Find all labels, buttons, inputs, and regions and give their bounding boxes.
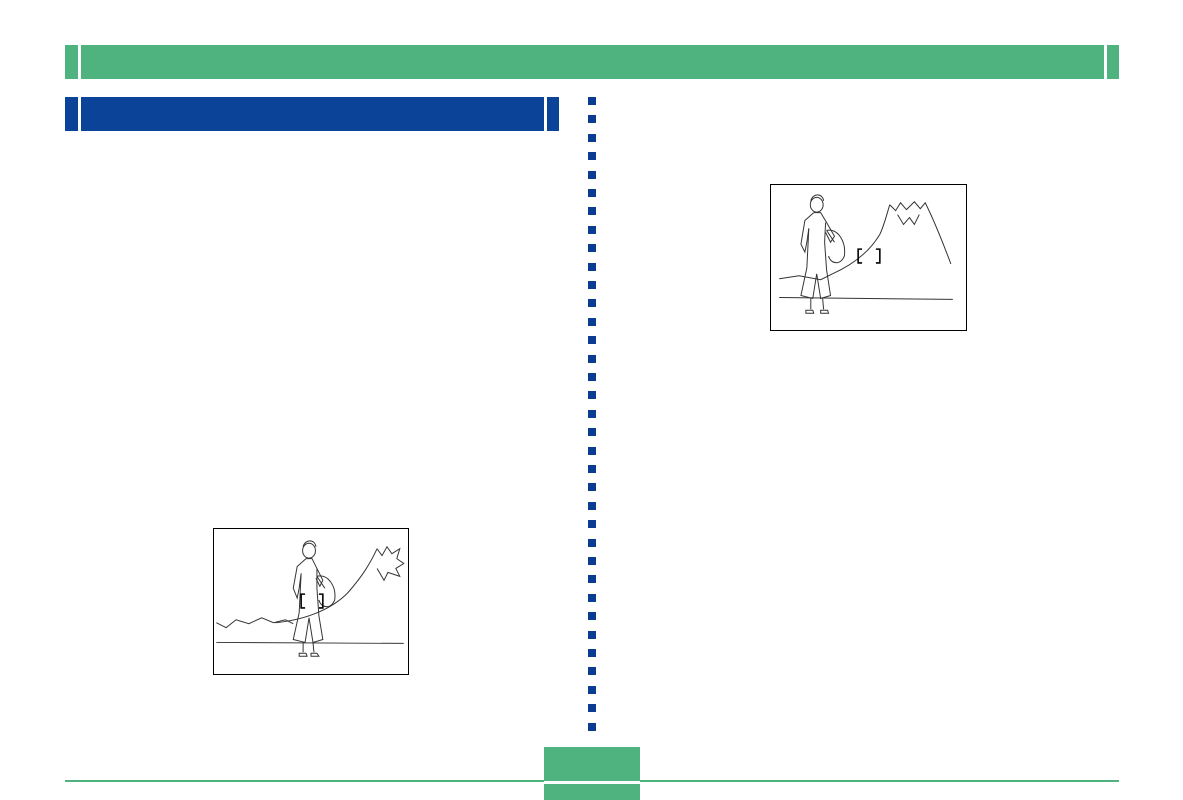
divider-square: [588, 97, 596, 105]
divider-square: [588, 685, 596, 694]
divider-square: [588, 317, 596, 326]
header-bar-divider-left: [78, 45, 81, 79]
page-number-tab: [544, 747, 640, 800]
divider-square: [588, 520, 596, 529]
divider-square: [588, 170, 596, 179]
divider-square: [588, 722, 596, 731]
divider-square: [588, 704, 596, 713]
divider-square: [588, 225, 596, 234]
divider-square: [588, 409, 596, 418]
divider-square: [588, 189, 596, 197]
divider-square: [588, 207, 596, 216]
header-bar: [65, 45, 1119, 79]
woman-mountain-illustration-icon: [779, 194, 953, 314]
divider-square: [588, 612, 596, 621]
divider-square: [588, 575, 596, 584]
divider-square: [588, 446, 596, 455]
divider-square: [588, 262, 596, 271]
divider-square: [588, 557, 596, 565]
section-bar-divider-right: [544, 97, 547, 131]
divider-square: [588, 630, 596, 639]
section-bar-divider-left: [78, 97, 81, 131]
divider-square: [588, 373, 596, 381]
divider-square: [588, 501, 596, 510]
divider-square: [588, 133, 596, 142]
column-divider: [586, 97, 598, 737]
divider-square: [588, 244, 596, 253]
divider-square: [588, 593, 596, 602]
figure-background-focus: [770, 184, 967, 331]
divider-square: [588, 483, 596, 492]
divider-square: [588, 538, 596, 547]
woman-mountain-illustration-icon: [216, 540, 405, 657]
divider-square: [588, 336, 596, 345]
divider-square: [588, 299, 596, 308]
divider-square: [588, 115, 596, 124]
divider-square: [588, 281, 596, 289]
divider-square: [588, 667, 596, 676]
divider-square: [588, 354, 596, 363]
divider-square: [588, 649, 596, 657]
section-title-bar: [65, 97, 559, 131]
figure-subject-center: [213, 528, 409, 675]
divider-square: [588, 152, 596, 161]
page-tab-divider: [544, 781, 640, 784]
header-bar-divider-right: [1104, 45, 1107, 79]
divider-square: [588, 391, 596, 400]
divider-square: [588, 465, 596, 473]
divider-square: [588, 428, 596, 437]
